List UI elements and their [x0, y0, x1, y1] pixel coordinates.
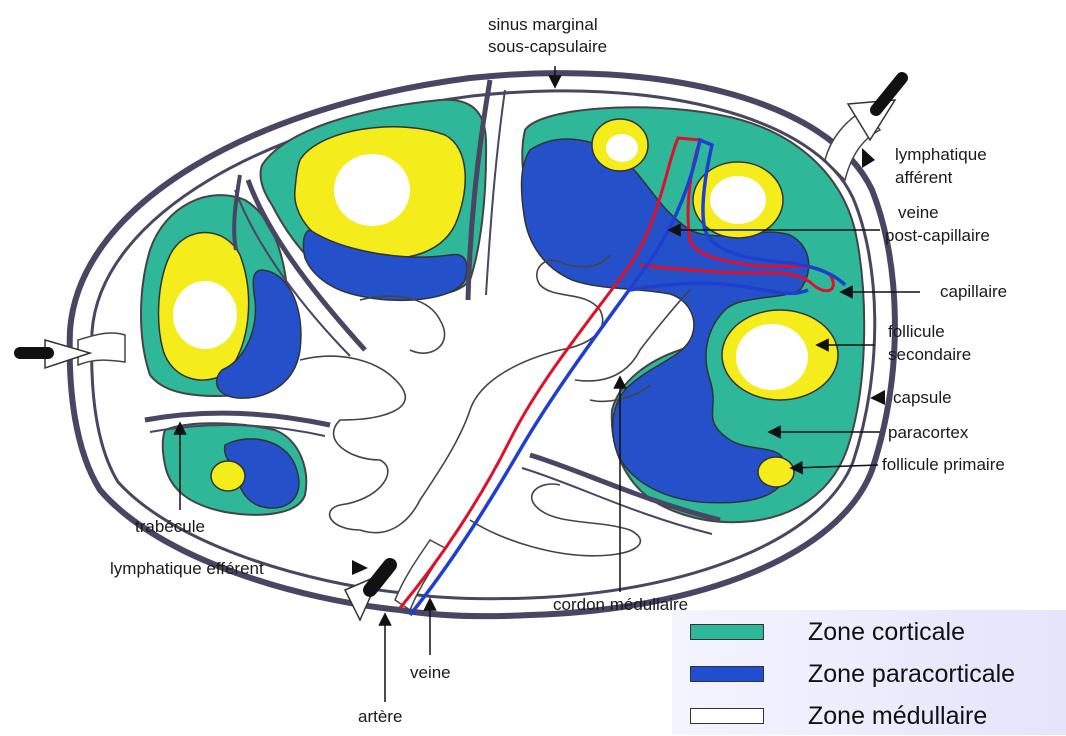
label-follicule-primaire: follicule primaire	[882, 455, 1005, 474]
upper-right-germinal	[710, 176, 766, 224]
label-post-capillaire: post-capillaire	[885, 226, 990, 245]
trabecule-4	[486, 90, 505, 295]
label-trabecule: trabécule	[135, 517, 205, 536]
label-afferent: afférent	[895, 168, 953, 187]
legend: Zone corticale Zone paracorticale Zone m…	[672, 610, 1066, 735]
legend-label-cortical: Zone corticale	[808, 618, 965, 647]
label-lymphatique-efferent: lymphatique efférent	[110, 559, 264, 578]
legend-row-cortical: Zone corticale	[690, 612, 965, 652]
legend-swatch-paracortical	[690, 666, 764, 682]
label-secondaire: secondaire	[888, 345, 971, 364]
legend-swatch-medullary	[690, 708, 764, 724]
label-sous-capsulaire: sous-capsulaire	[488, 37, 607, 56]
label-veine-pc: veine	[898, 203, 939, 222]
legend-swatch-cortical	[690, 624, 764, 640]
legend-row-medullary: Zone médullaire	[690, 696, 987, 736]
label-veine: veine	[410, 663, 451, 682]
left-lymph-vessel	[78, 333, 125, 365]
trabecule-5	[145, 413, 330, 425]
lower-left-follicle	[211, 461, 245, 491]
label-cordon-medullaire: cordon médullaire	[553, 595, 688, 614]
upper-middle-germinal-center	[334, 154, 410, 226]
pointer-capsule-head	[870, 390, 885, 405]
label-paracortex: paracortex	[888, 423, 969, 442]
secondary-follicle-germinal	[736, 324, 808, 390]
primary-follicle	[758, 457, 794, 487]
label-follicule: follicule	[888, 322, 945, 341]
medullary-cords	[300, 255, 610, 533]
legend-label-medullary: Zone médullaire	[808, 702, 987, 731]
legend-row-paracortical: Zone paracorticale	[690, 654, 1015, 694]
label-capillaire: capillaire	[940, 282, 1007, 301]
label-capsule: capsule	[893, 388, 952, 407]
left-upper-germinal-center	[173, 281, 237, 349]
efferent-arrow-shaft	[370, 565, 390, 590]
label-sinus-marginal: sinus marginal	[488, 15, 598, 34]
pointer-afferent-head	[862, 148, 875, 168]
label-lymphatique: lymphatique	[895, 145, 987, 164]
pointer-efferent-head	[352, 560, 368, 575]
legend-label-paracortical: Zone paracorticale	[808, 660, 1015, 689]
upper-right-germinal-small	[606, 134, 638, 162]
label-artere: artère	[358, 707, 402, 726]
